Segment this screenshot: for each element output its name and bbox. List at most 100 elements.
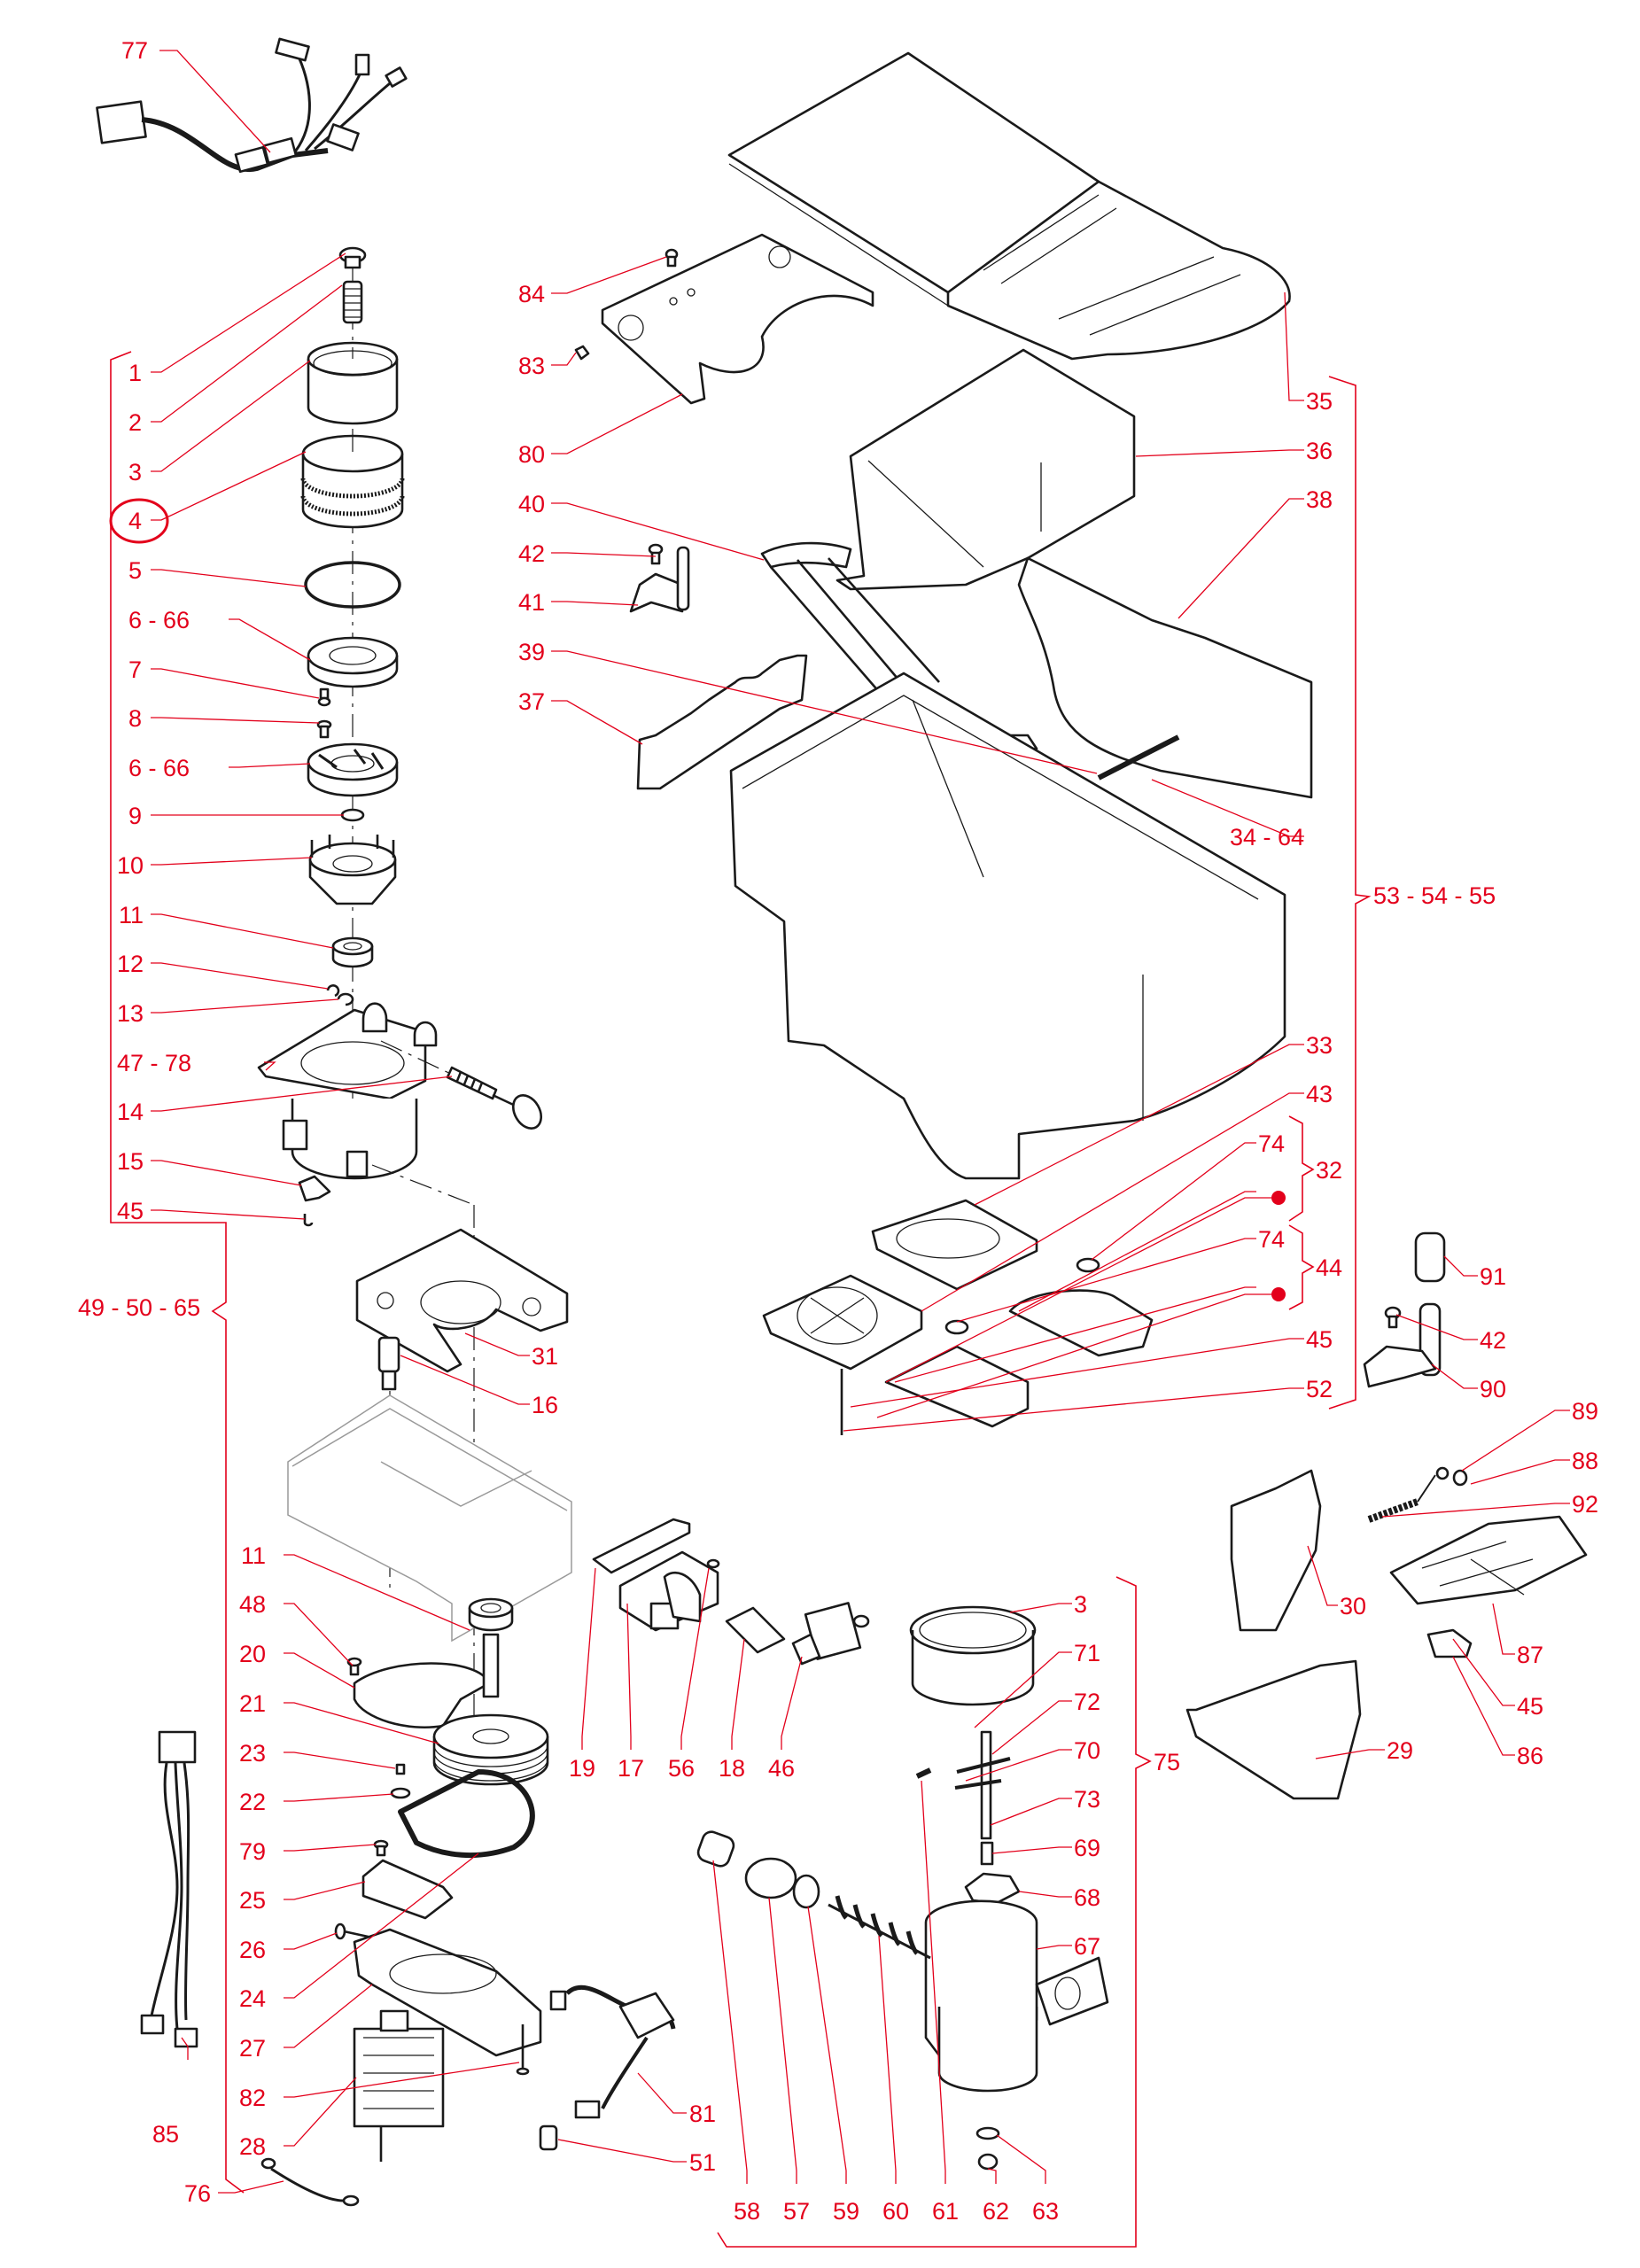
callout-56[interactable]: 56 bbox=[668, 1755, 695, 1782]
callout-39[interactable]: 39 bbox=[518, 639, 545, 665]
callout-5[interactable]: 5 bbox=[128, 557, 142, 584]
callout-37[interactable]: 37 bbox=[518, 688, 545, 715]
callout-69[interactable]: 69 bbox=[1074, 1835, 1100, 1861]
callout-26[interactable]: 26 bbox=[239, 1937, 266, 1963]
callout-62[interactable]: 62 bbox=[983, 2198, 1009, 2225]
callout-74-lower[interactable]: 74 bbox=[1258, 1226, 1285, 1253]
callout-85[interactable]: 85 bbox=[152, 2121, 179, 2148]
callout-11-lower[interactable]: 11 bbox=[241, 1542, 266, 1569]
callout-41[interactable]: 41 bbox=[518, 589, 545, 616]
callout-53-54-55[interactable]: 53 - 54 - 55 bbox=[1373, 882, 1496, 909]
callout-36[interactable]: 36 bbox=[1306, 438, 1333, 464]
callout-47-78[interactable]: 47 - 78 bbox=[117, 1050, 191, 1076]
callout-45-right-lower[interactable]: 45 bbox=[1517, 1693, 1543, 1720]
callout-20[interactable]: 20 bbox=[239, 1641, 266, 1667]
callout-7[interactable]: 7 bbox=[128, 656, 142, 683]
callout-86[interactable]: 86 bbox=[1517, 1743, 1543, 1769]
callout-67[interactable]: 67 bbox=[1074, 1933, 1100, 1960]
callout-87[interactable]: 87 bbox=[1517, 1642, 1543, 1668]
callout-3[interactable]: 3 bbox=[128, 459, 142, 485]
callout-82[interactable]: 82 bbox=[239, 2085, 266, 2111]
callout-44[interactable]: 44 bbox=[1316, 1254, 1342, 1281]
callout-72[interactable]: 72 bbox=[1074, 1689, 1100, 1715]
callout-91[interactable]: 91 bbox=[1480, 1263, 1506, 1290]
callout-1[interactable]: 1 bbox=[128, 360, 142, 386]
callout-29[interactable]: 29 bbox=[1387, 1737, 1413, 1764]
hopper-body-33 bbox=[729, 672, 1286, 1180]
callout-80[interactable]: 80 bbox=[518, 441, 545, 468]
callout-25[interactable]: 25 bbox=[239, 1887, 266, 1914]
callout-75[interactable]: 75 bbox=[1154, 1749, 1180, 1775]
callout-60[interactable]: 60 bbox=[882, 2198, 909, 2225]
callout-21[interactable]: 21 bbox=[239, 1690, 266, 1717]
callout-31[interactable]: 31 bbox=[532, 1343, 558, 1370]
callout-9[interactable]: 9 bbox=[128, 803, 142, 829]
callout-51[interactable]: 51 bbox=[689, 2149, 716, 2176]
callout-88[interactable]: 88 bbox=[1572, 1448, 1598, 1474]
callout-28[interactable]: 28 bbox=[239, 2133, 266, 2160]
callout-76[interactable]: 76 bbox=[184, 2180, 211, 2207]
callout-13[interactable]: 13 bbox=[117, 1000, 144, 1027]
callout-33[interactable]: 33 bbox=[1306, 1032, 1333, 1059]
callout-81[interactable]: 81 bbox=[689, 2101, 716, 2127]
callout-8[interactable]: 8 bbox=[128, 705, 142, 732]
callout-15[interactable]: 15 bbox=[117, 1148, 144, 1175]
callout-45-right-middle[interactable]: 45 bbox=[1306, 1326, 1333, 1353]
callout-74-upper[interactable]: 74 bbox=[1258, 1130, 1285, 1157]
callout-23[interactable]: 23 bbox=[239, 1740, 266, 1767]
callout-34-64[interactable]: 34 - 64 bbox=[1230, 824, 1304, 850]
callout-84[interactable]: 84 bbox=[518, 281, 545, 307]
callout-6-66-upper[interactable]: 6 - 66 bbox=[128, 607, 190, 633]
callout-24[interactable]: 24 bbox=[239, 1985, 266, 2012]
wiring-harness-77 bbox=[96, 37, 408, 174]
callout-11-upper[interactable]: 11 bbox=[119, 902, 144, 928]
bracket-75 bbox=[717, 1576, 1152, 2248]
callout-4[interactable]: 4 bbox=[128, 508, 142, 534]
callout-59[interactable]: 59 bbox=[833, 2198, 859, 2225]
washer-9 bbox=[340, 808, 365, 822]
callout-2[interactable]: 2 bbox=[128, 409, 142, 436]
callout-90[interactable]: 90 bbox=[1480, 1376, 1506, 1402]
callout-77[interactable]: 77 bbox=[121, 37, 148, 64]
callout-83[interactable]: 83 bbox=[518, 353, 545, 379]
callout-73[interactable]: 73 bbox=[1074, 1786, 1100, 1813]
callout-30[interactable]: 30 bbox=[1340, 1593, 1366, 1619]
callout-35[interactable]: 35 bbox=[1306, 388, 1333, 415]
callout-79[interactable]: 79 bbox=[239, 1838, 266, 1865]
callout-3-auger[interactable]: 3 bbox=[1074, 1591, 1087, 1618]
callout-17[interactable]: 17 bbox=[618, 1755, 644, 1782]
callout-32[interactable]: 32 bbox=[1316, 1157, 1342, 1184]
callout-52[interactable]: 52 bbox=[1306, 1376, 1333, 1402]
callout-61[interactable]: 61 bbox=[932, 2198, 959, 2225]
disc-74a bbox=[1076, 1257, 1100, 1273]
callout-16[interactable]: 16 bbox=[532, 1392, 558, 1418]
callout-22[interactable]: 22 bbox=[239, 1789, 266, 1815]
callout-12[interactable]: 12 bbox=[117, 951, 144, 977]
callout-45-upper-left[interactable]: 45 bbox=[117, 1198, 144, 1224]
bearing-11b bbox=[468, 1597, 514, 1632]
callout-57[interactable]: 57 bbox=[783, 2198, 810, 2225]
callout-43[interactable]: 43 bbox=[1306, 1081, 1333, 1107]
spout-lower-29 bbox=[1185, 1659, 1362, 1800]
callout-38[interactable]: 38 bbox=[1306, 486, 1333, 513]
callout-46[interactable]: 46 bbox=[768, 1755, 795, 1782]
callout-92[interactable]: 92 bbox=[1572, 1491, 1598, 1518]
callout-40[interactable]: 40 bbox=[518, 491, 545, 517]
callout-70[interactable]: 70 bbox=[1074, 1737, 1100, 1764]
callout-68[interactable]: 68 bbox=[1074, 1884, 1100, 1911]
callout-19[interactable]: 19 bbox=[569, 1755, 595, 1782]
callout-14[interactable]: 14 bbox=[117, 1099, 144, 1125]
callout-42-left[interactable]: 42 bbox=[518, 540, 545, 567]
callout-6-66-lower[interactable]: 6 - 66 bbox=[128, 755, 190, 781]
callout-42-right[interactable]: 42 bbox=[1480, 1327, 1506, 1354]
callout-89[interactable]: 89 bbox=[1572, 1398, 1598, 1425]
callout-58[interactable]: 58 bbox=[734, 2198, 760, 2225]
callout-18[interactable]: 18 bbox=[719, 1755, 745, 1782]
callout-49-50-65[interactable]: 49 - 50 - 65 bbox=[78, 1294, 200, 1321]
callout-71[interactable]: 71 bbox=[1074, 1640, 1100, 1666]
callout-27[interactable]: 27 bbox=[239, 2035, 266, 2062]
callout-10[interactable]: 10 bbox=[117, 852, 144, 879]
callout-63[interactable]: 63 bbox=[1032, 2198, 1059, 2225]
callout-48[interactable]: 48 bbox=[239, 1591, 266, 1618]
